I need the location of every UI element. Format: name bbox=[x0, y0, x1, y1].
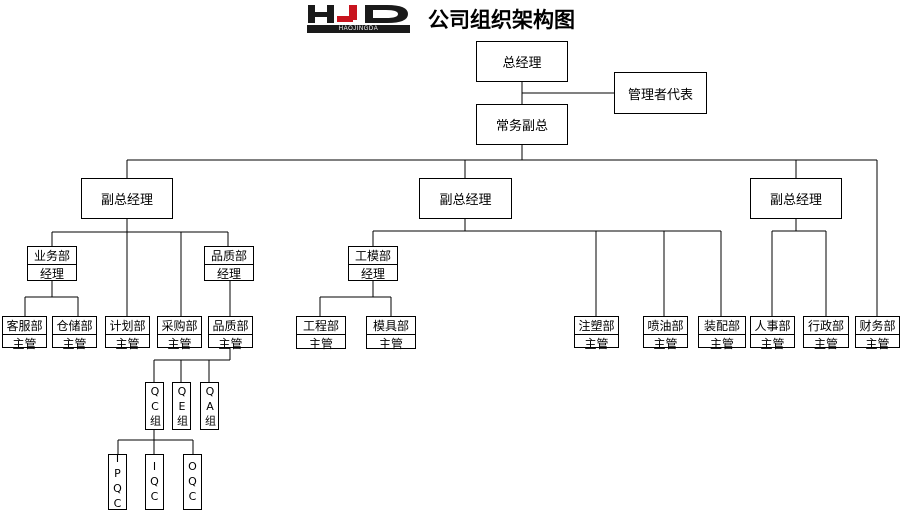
node-qc-group: QC组 bbox=[145, 382, 164, 430]
node-injection-molding: 注塑部 主管 bbox=[574, 316, 619, 351]
node-planning: 计划部 主管 bbox=[105, 316, 150, 351]
dept-name: 客服部 bbox=[3, 317, 46, 335]
node-label: 管理者代表 bbox=[627, 87, 693, 103]
node-administration: 行政部 主管 bbox=[803, 316, 849, 351]
node-vp-middle: 副总经理 bbox=[419, 178, 512, 219]
node-qe-group: QE组 bbox=[172, 382, 191, 430]
logo-caption: HAOJINGDA bbox=[307, 25, 410, 33]
node-label: QE组 bbox=[175, 384, 189, 428]
node-spray-painting: 喷油部 主管 bbox=[643, 316, 688, 351]
node-label: QA组 bbox=[203, 384, 217, 428]
role-title: 主管 bbox=[865, 337, 890, 351]
dept-name: 人事部 bbox=[751, 317, 794, 335]
node-ipqc: IPQC bbox=[108, 452, 127, 512]
node-label: 副总经理 bbox=[100, 193, 153, 208]
node-iqc: IQC bbox=[145, 454, 164, 510]
dept-name: 装配部 bbox=[699, 317, 745, 335]
role-title: 经理 bbox=[360, 267, 385, 281]
node-label: IQC bbox=[148, 459, 161, 505]
node-label: QC组 bbox=[148, 384, 162, 428]
role-title: 主管 bbox=[62, 337, 87, 351]
role-title: 主管 bbox=[115, 337, 140, 351]
dept-name: 注塑部 bbox=[575, 317, 618, 335]
role-title: 主管 bbox=[653, 337, 678, 351]
node-label: 副总经理 bbox=[439, 193, 492, 208]
node-tooling-department: 工模部 经理 bbox=[348, 246, 398, 281]
node-oqc: OQC bbox=[183, 454, 202, 510]
node-mold: 模具部 主管 bbox=[366, 316, 416, 351]
node-assembly: 装配部 主管 bbox=[698, 316, 746, 351]
role-title: 经理 bbox=[39, 267, 64, 281]
dept-name: 采购部 bbox=[158, 317, 201, 335]
dept-name: 工程部 bbox=[297, 317, 345, 335]
role-title: 主管 bbox=[378, 337, 403, 351]
node-engineering: 工程部 主管 bbox=[296, 316, 346, 351]
role-title: 经理 bbox=[216, 267, 241, 281]
node-label: OQC bbox=[186, 459, 199, 505]
node-vp-left: 副总经理 bbox=[81, 178, 173, 219]
node-label: 副总经理 bbox=[769, 193, 822, 208]
node-vp-right: 副总经理 bbox=[750, 178, 842, 219]
role-title: 主管 bbox=[12, 337, 37, 351]
node-finance: 财务部 主管 bbox=[855, 316, 900, 351]
node-label: 常务副总 bbox=[495, 119, 548, 134]
role-title: 主管 bbox=[760, 337, 785, 351]
dept-name: 品质部 bbox=[205, 247, 253, 265]
node-sales-department: 业务部 经理 bbox=[27, 246, 77, 281]
chart-title: 公司组织架构图 bbox=[428, 8, 575, 32]
dept-name: 行政部 bbox=[804, 317, 848, 335]
node-label: IPQC bbox=[111, 452, 124, 512]
dept-name: 计划部 bbox=[106, 317, 149, 335]
dept-name: 仓储部 bbox=[53, 317, 96, 335]
dept-name: 业务部 bbox=[28, 247, 76, 265]
node-management-representative: 管理者代表 bbox=[614, 72, 707, 114]
logo-mark bbox=[307, 4, 410, 24]
node-quality-supervisor: 品质部 主管 bbox=[208, 316, 253, 351]
node-human-resources: 人事部 主管 bbox=[750, 316, 795, 351]
node-label: 总经理 bbox=[502, 56, 542, 71]
role-title: 主管 bbox=[813, 337, 838, 351]
node-qa-group: QA组 bbox=[200, 382, 219, 430]
node-customer-service: 客服部 主管 bbox=[2, 316, 47, 351]
role-title: 主管 bbox=[308, 337, 333, 351]
dept-name: 财务部 bbox=[856, 317, 899, 335]
dept-name: 模具部 bbox=[367, 317, 415, 335]
node-quality-manager: 品质部 经理 bbox=[204, 246, 254, 281]
role-title: 主管 bbox=[584, 337, 609, 351]
role-title: 主管 bbox=[218, 337, 243, 351]
node-warehouse: 仓储部 主管 bbox=[52, 316, 97, 351]
dept-name: 工模部 bbox=[349, 247, 397, 265]
dept-name: 品质部 bbox=[209, 317, 252, 335]
role-title: 主管 bbox=[709, 337, 734, 351]
dept-name: 喷油部 bbox=[644, 317, 687, 335]
role-title: 主管 bbox=[167, 337, 192, 351]
node-executive-vp: 常务副总 bbox=[476, 104, 568, 145]
node-general-manager: 总经理 bbox=[476, 41, 568, 82]
node-purchasing: 采购部 主管 bbox=[157, 316, 202, 351]
company-logo: HAOJINGDA bbox=[307, 4, 410, 33]
